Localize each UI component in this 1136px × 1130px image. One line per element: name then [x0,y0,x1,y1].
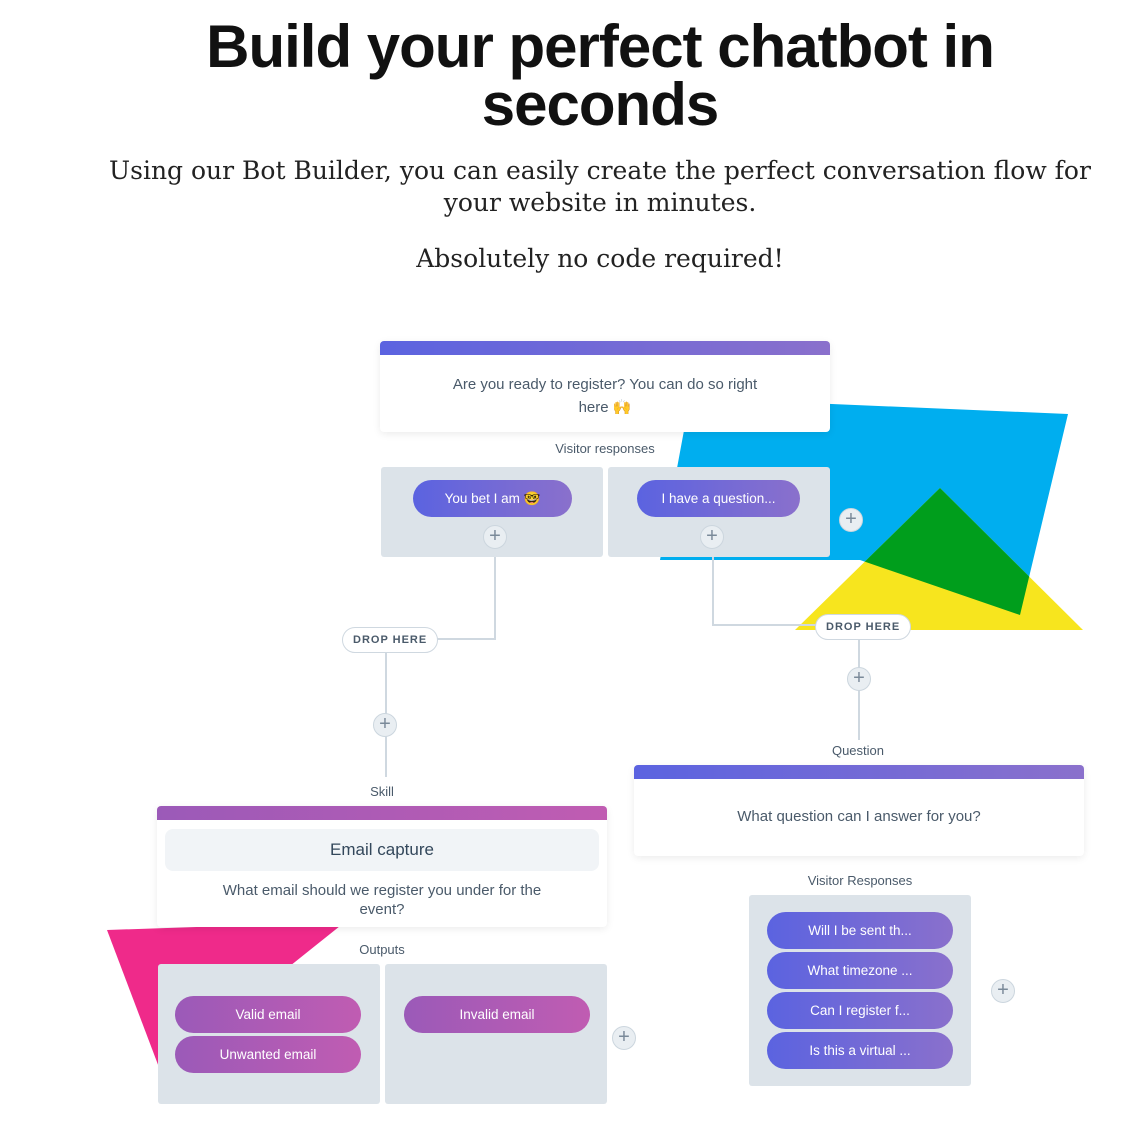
question-pill[interactable]: Will I be sent th... [767,912,953,949]
question-label: Question [831,743,885,758]
output-pill[interactable]: Unwanted email [175,1036,361,1073]
visitor-responses-label: Visitor Responses [807,873,913,888]
output-pill[interactable]: Valid email [175,996,361,1033]
subheading: Using our Bot Builder, you can easily cr… [109,156,1091,217]
skill-card[interactable]: Email capture What email should we regis… [157,806,607,927]
add-icon[interactable]: + [483,525,507,549]
add-icon[interactable]: + [991,979,1015,1003]
add-icon[interactable]: + [847,667,871,691]
visitor-responses-label: Visitor responses [555,441,655,456]
output-pill[interactable]: Invalid email [404,996,590,1033]
drop-here-zone[interactable]: DROP HERE [342,627,439,653]
message-text: Are you ready to register? You can do so… [452,376,758,416]
output-box [158,964,380,1104]
response-pill[interactable]: You bet I am 🤓 [413,480,572,517]
question-pill[interactable]: What timezone ... [767,952,953,989]
question-text: What question can I answer for you? [737,808,981,825]
outputs-label: Outputs [359,942,405,957]
add-icon[interactable]: + [612,1026,636,1050]
question-pill[interactable]: Is this a virtual ... [767,1032,953,1069]
drop-here-zone[interactable]: DROP HERE [815,614,912,640]
add-icon[interactable]: + [700,525,724,549]
skill-text: What email should we register you under … [222,882,542,918]
output-box [385,964,607,1104]
add-icon[interactable]: + [839,508,863,532]
skill-label: Skill [370,784,394,799]
question-card[interactable]: What question can I answer for you? [634,765,1084,856]
tagline: Absolutely no code required! [416,244,784,273]
page-title: Build your perfect chatbot in seconds [206,13,995,138]
add-icon[interactable]: + [373,713,397,737]
question-pill[interactable]: Can I register f... [767,992,953,1029]
response-pill[interactable]: I have a question... [637,480,800,517]
message-card[interactable]: Are you ready to register? You can do so… [380,341,830,432]
skill-title: Email capture [165,829,599,871]
